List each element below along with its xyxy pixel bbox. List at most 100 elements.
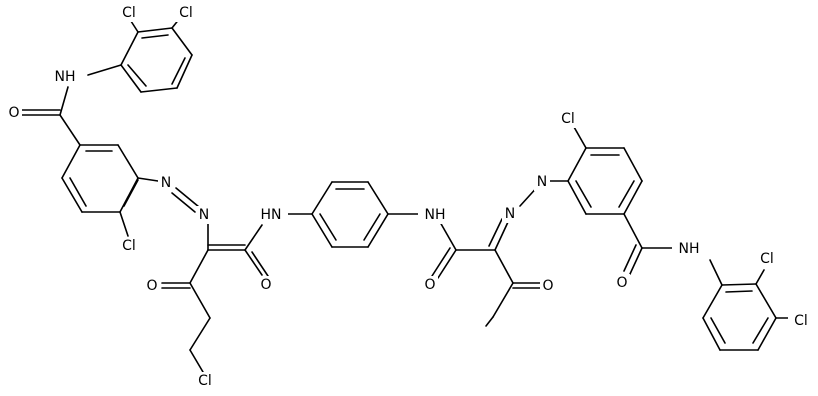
bond <box>171 192 196 213</box>
bond <box>61 177 83 213</box>
bond <box>244 224 263 251</box>
nitrogen-label: N <box>505 206 515 222</box>
atom-label: O <box>258 276 274 294</box>
bond <box>437 249 457 279</box>
atom-label: Cl <box>754 250 780 268</box>
atom-label: Cl <box>788 312 814 330</box>
bond <box>176 54 193 89</box>
bond <box>311 181 333 215</box>
bond <box>59 86 69 116</box>
oxygen-label: O <box>8 105 19 121</box>
bond <box>117 144 139 179</box>
bond <box>488 218 503 247</box>
bond <box>439 221 457 251</box>
bond <box>367 213 389 248</box>
chlorine-label: Cl <box>122 5 136 21</box>
bond <box>311 213 333 248</box>
bond <box>710 317 726 344</box>
bond <box>140 87 178 93</box>
bond <box>251 251 269 277</box>
nh-label: HN <box>261 207 282 223</box>
bond <box>137 27 173 33</box>
nitrogen-label: N <box>199 207 209 223</box>
bond <box>61 144 81 179</box>
nitrogen-label: N <box>161 175 171 191</box>
bond <box>431 247 451 277</box>
bond <box>702 317 721 351</box>
atom-label: O <box>6 104 22 122</box>
bond <box>702 284 723 319</box>
bond <box>494 221 509 251</box>
bond <box>623 180 643 215</box>
atom-label: N <box>502 205 518 223</box>
bond <box>623 244 637 272</box>
atom-label: NH <box>418 206 452 224</box>
bond <box>69 177 87 207</box>
bond <box>629 247 643 275</box>
bond <box>575 180 592 208</box>
atom-label: N <box>158 174 174 192</box>
atom-label: O <box>422 276 438 294</box>
atom-label: NH <box>48 68 82 86</box>
nh-label: NH <box>55 69 76 85</box>
oxygen-label: O <box>616 275 627 291</box>
bond <box>485 316 494 327</box>
atom-label: NH <box>672 240 706 258</box>
oxygen-label: O <box>260 277 271 293</box>
bond <box>755 283 777 319</box>
bond <box>244 249 263 276</box>
bond <box>119 211 129 237</box>
oxygen-label: O <box>146 278 157 294</box>
bond <box>618 180 635 208</box>
nitrogen-label: N <box>537 174 547 190</box>
bond <box>120 64 142 93</box>
chlorine-label: Cl <box>794 313 808 329</box>
atom-label: N <box>196 206 212 224</box>
atom-label: Cl <box>116 4 142 22</box>
atom-label: Cl <box>116 237 142 255</box>
atom-label: O <box>144 277 160 295</box>
bond <box>567 180 587 215</box>
bond <box>319 213 337 241</box>
bond <box>725 290 753 293</box>
bond <box>171 27 193 56</box>
bond <box>623 147 643 182</box>
bond <box>123 179 139 207</box>
atom-labels: Cl Cl NH O N N Cl HN O O Cl NH O N N O C… <box>6 4 814 390</box>
atom-label: Cl <box>555 110 581 128</box>
bond <box>709 259 723 286</box>
bond <box>721 283 757 286</box>
bond <box>363 213 381 241</box>
bond <box>175 187 200 208</box>
nh-label: NH <box>679 241 700 257</box>
bond <box>189 317 211 351</box>
atom-label: HN <box>254 206 288 224</box>
bond <box>623 213 643 249</box>
oxygen-label: O <box>542 278 553 294</box>
bond <box>189 249 209 284</box>
bond <box>755 269 765 285</box>
bond <box>119 177 139 213</box>
atom-label: Cl <box>173 4 199 22</box>
bond <box>137 177 159 182</box>
bond <box>492 282 514 318</box>
bond <box>573 126 587 149</box>
chlorine-label: Cl <box>122 238 136 254</box>
bond <box>189 282 211 319</box>
atom-label: N <box>534 173 550 191</box>
bond <box>752 317 769 344</box>
bond <box>120 31 139 66</box>
chlorine-label: Cl <box>760 251 774 267</box>
bond <box>171 57 186 85</box>
oxygen-label: O <box>424 277 435 293</box>
atom-label: O <box>540 277 556 295</box>
bond <box>567 147 587 182</box>
nh-label: NH <box>425 207 446 223</box>
chlorine-label: Cl <box>179 5 193 21</box>
bond <box>367 181 389 215</box>
bond <box>127 64 147 87</box>
bond <box>141 34 169 39</box>
bonds <box>21 17 797 373</box>
